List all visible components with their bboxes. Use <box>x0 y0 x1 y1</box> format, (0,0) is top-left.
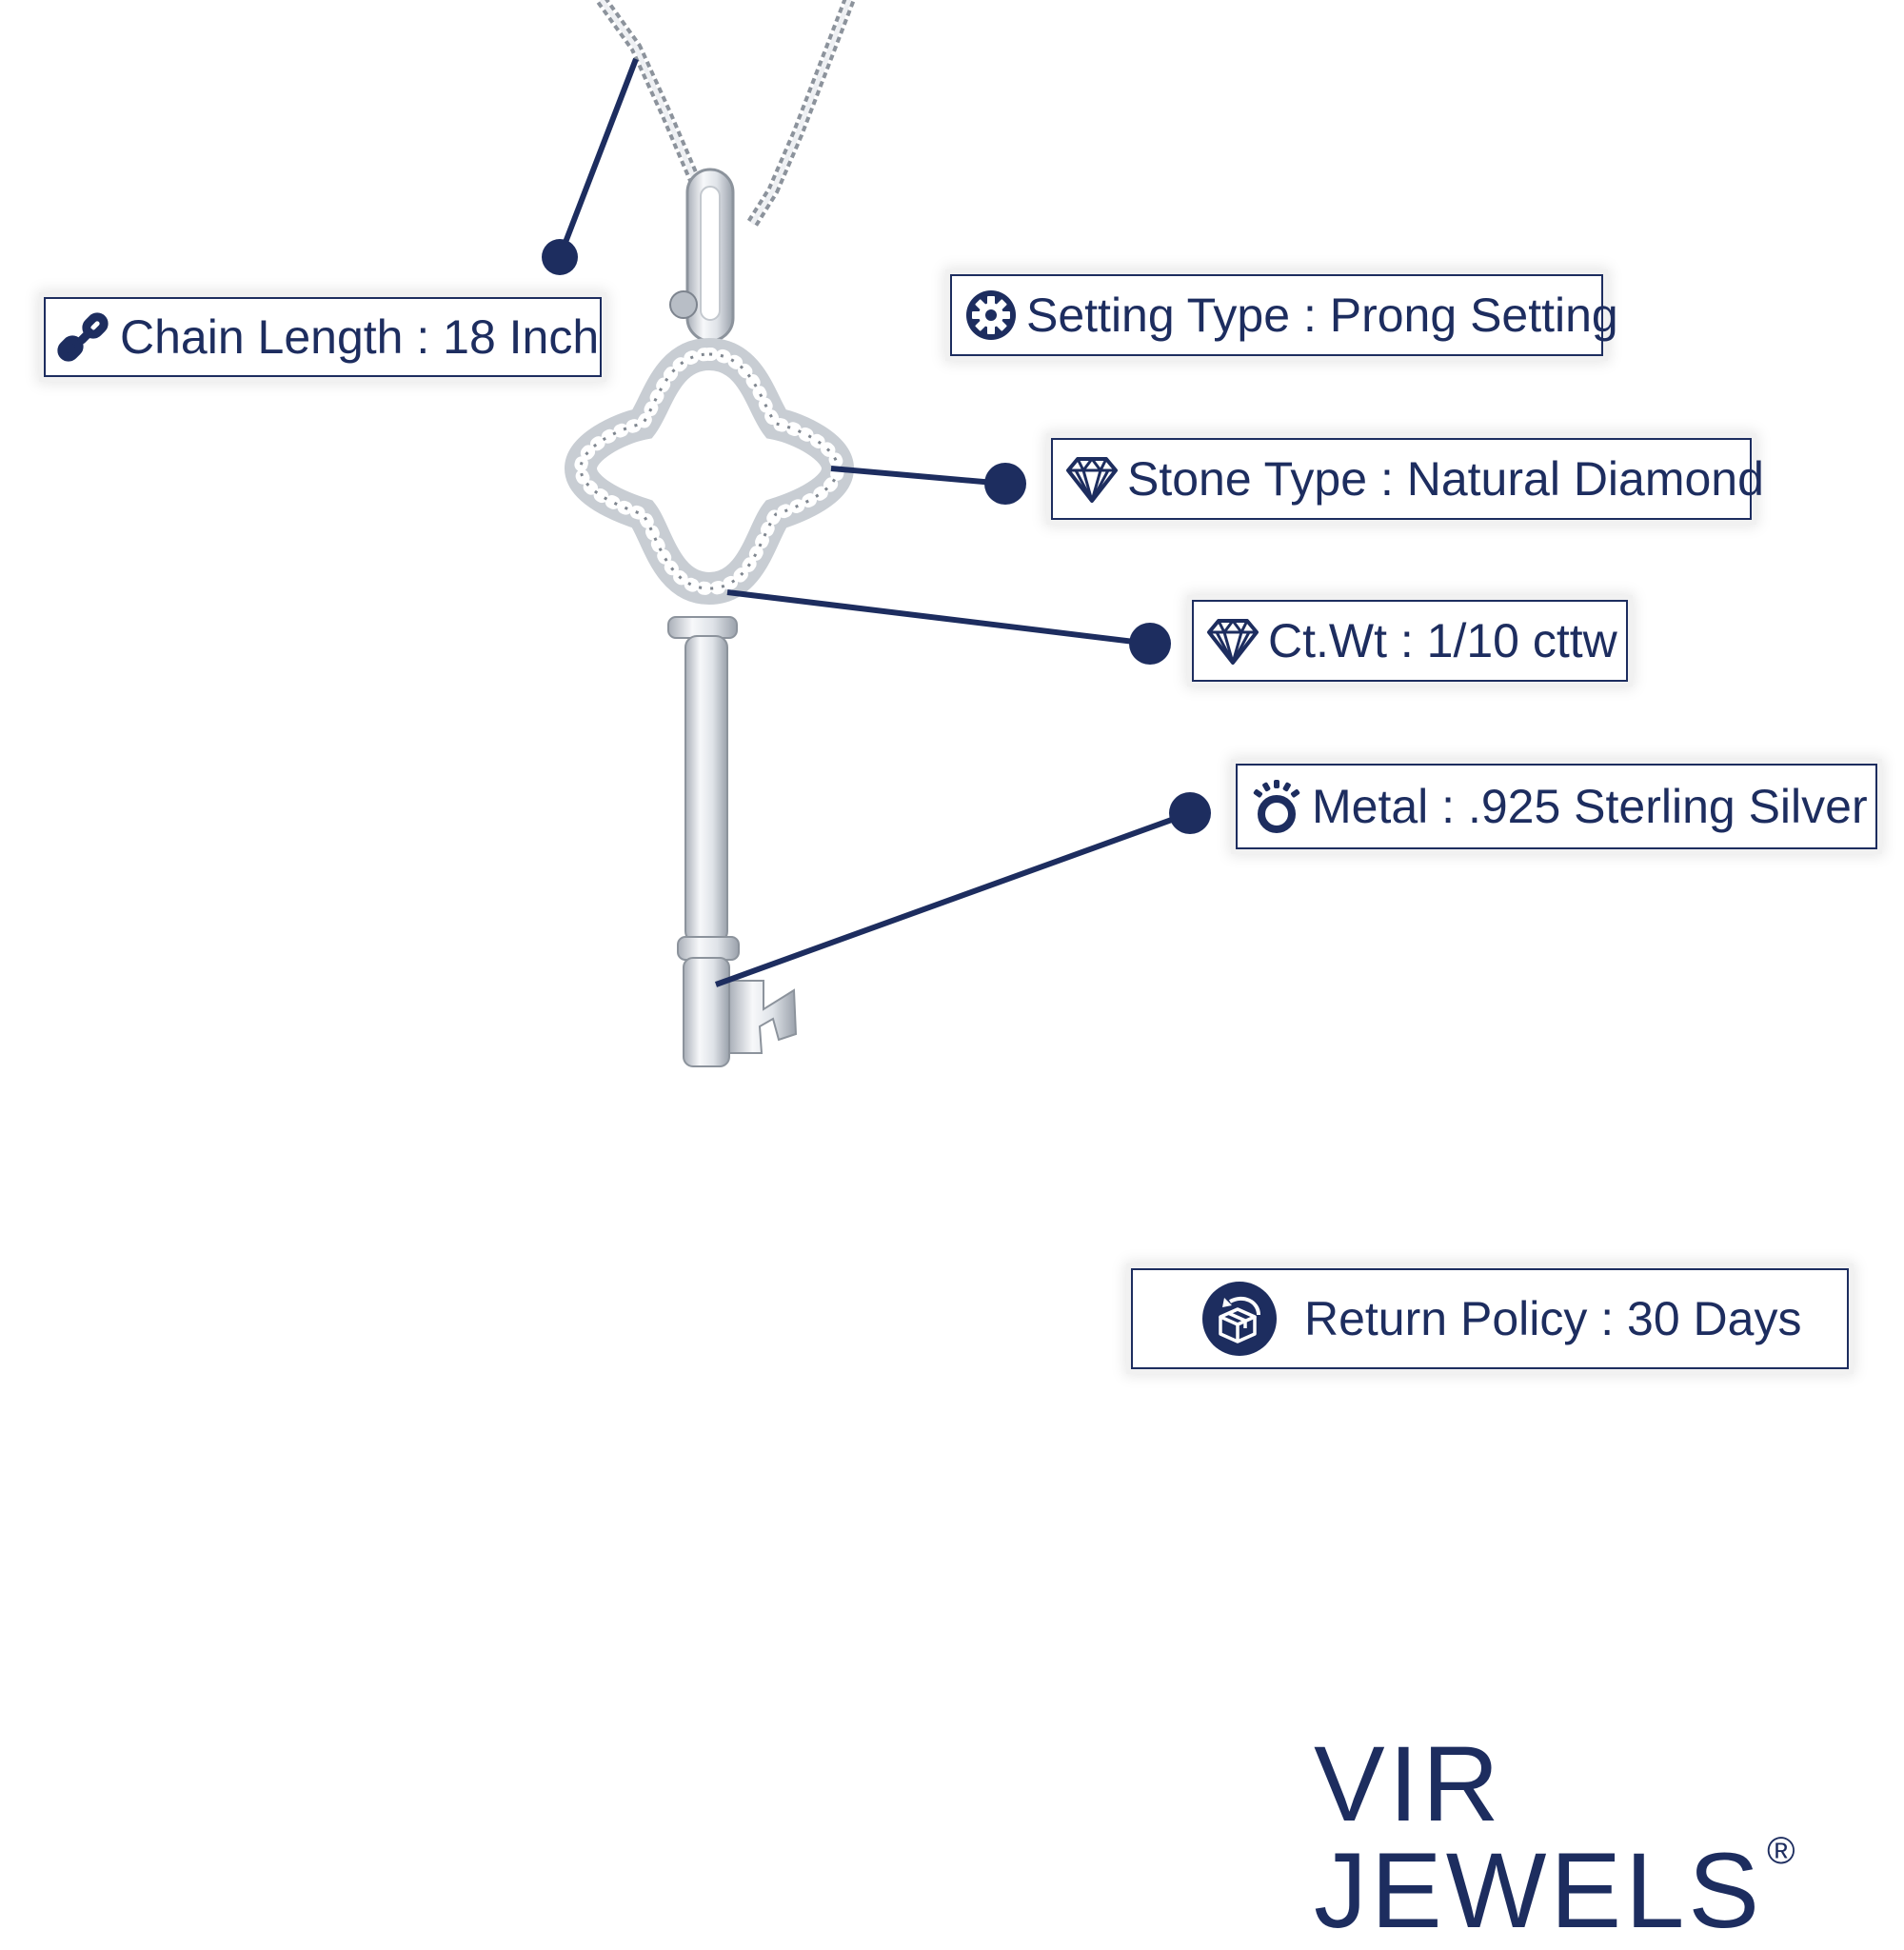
product-infographic: Chain Length : 18 Inch <box>44 0 1877 1944</box>
metal-label: Metal <box>1312 780 1429 833</box>
setting-type-value: Prong Setting <box>1329 289 1618 342</box>
ct-wt-value: 1/10 cttw <box>1426 614 1617 667</box>
stone-type-spec: Stone Type : Natural Diamond <box>1051 438 1764 520</box>
chain-length-separator: : <box>403 310 444 364</box>
stone-type-value: Natural Diamond <box>1406 452 1764 506</box>
callout-lines <box>542 57 1211 987</box>
clover-frame <box>564 337 855 606</box>
return-policy-value: 30 Days <box>1627 1292 1802 1345</box>
return-policy-separator: : <box>1587 1292 1628 1345</box>
gear-icon <box>963 288 1019 343</box>
chain-link-icon <box>57 309 112 365</box>
product-image <box>542 0 1211 1067</box>
metal-value: .925 Sterling Silver <box>1467 780 1868 833</box>
registered-mark: ® <box>1767 1830 1799 1872</box>
metal-separator: : <box>1428 780 1468 833</box>
chain-length-label: Chain Length <box>120 310 404 364</box>
brand-name: VIR JEWELS <box>1314 1724 1764 1950</box>
setting-type-label: Setting Type <box>1026 289 1291 342</box>
return-policy-label: Return Policy <box>1304 1292 1588 1345</box>
ring-icon <box>1249 779 1304 834</box>
chain-length-value: 18 Inch <box>443 310 600 364</box>
key-pendant <box>564 168 855 1067</box>
ct-wt-label: Ct.Wt <box>1268 614 1387 667</box>
metal-spec: Metal : .925 Sterling Silver <box>1236 764 1877 849</box>
brand-logo: VIR JEWELS® <box>1314 1731 1904 1944</box>
setting-type-spec: Setting Type : Prong Setting <box>950 274 1618 356</box>
chain-length-spec: Chain Length : 18 Inch <box>44 297 602 377</box>
return-policy-spec: Return Policy : 30 Days <box>1131 1268 1849 1369</box>
stone-type-label: Stone Type <box>1127 452 1368 506</box>
ct-wt-spec: Ct.Wt : 1/10 cttw <box>1192 600 1628 682</box>
diamond-icon <box>1064 451 1120 507</box>
setting-type-separator: : <box>1290 289 1330 342</box>
ct-wt-separator: : <box>1386 614 1427 667</box>
stone-type-separator: : <box>1367 452 1407 506</box>
diamond-icon <box>1205 613 1260 668</box>
return-box-icon <box>1201 1281 1278 1357</box>
